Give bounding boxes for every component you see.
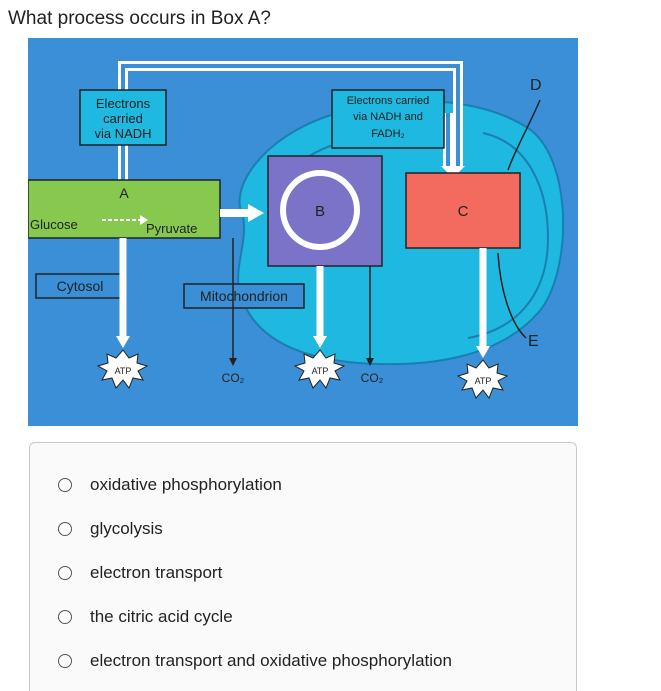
atp-starburst-1 [96,349,149,390]
cytosol-label: Cytosol [57,278,104,294]
label-d: D [530,77,542,94]
option-label: electron transport and oxidative phospho… [90,651,452,670]
pyruvate-label: Pyruvate [146,221,197,236]
atp-starburst-3 [456,359,509,400]
option-citric-acid-cycle[interactable]: the citric acid cycle [58,607,233,627]
label-e: E [528,333,539,350]
radio-button[interactable] [58,478,72,492]
diagram-svg: Electrons carried via NADH Electrons car… [28,38,578,426]
radio-button[interactable] [58,566,72,580]
electrons-nadh-fadh-line3: FADH₂ [371,128,405,140]
mitochondrion-box [183,283,305,309]
box-b-label: B [315,203,325,220]
electrons-nadh-line1: Electrons [96,96,151,111]
option-label: the citric acid cycle [90,607,233,626]
atp-starburst-2 [293,349,346,390]
mitochondrion-label: Mitochondrion [200,288,288,304]
pipe-arrowhead-1 [441,166,465,178]
option-label: glycolysis [90,519,163,538]
question-text: What process occurs in Box A? [8,8,271,29]
co2-label-2: CO₂ [361,371,384,385]
radio-button[interactable] [58,610,72,624]
option-glycolysis[interactable]: glycolysis [58,519,163,539]
cellular-respiration-diagram: Electrons carried via NADH Electrons car… [28,38,578,426]
electrons-nadh-box [79,89,167,146]
radio-button[interactable] [58,654,72,668]
option-label: electron transport [90,563,223,582]
electrons-nadh-line3: via NADH [94,126,151,141]
electrons-nadh-fadh-line2: via NADH and [353,111,423,123]
box-a [28,179,221,239]
cytosol-box [35,273,125,299]
arrow-d [507,99,541,171]
electrons-nadh-fadh-line1: Electrons carried [347,95,430,107]
electrons-nadh-line2: carried [103,111,143,126]
radio-button[interactable] [58,522,72,536]
option-oxidative-phosphorylation[interactable]: oxidative phosphorylation [58,475,282,495]
atp-label-2: ATP [312,366,329,376]
arrow-e [497,252,527,339]
option-electron-transport[interactable]: electron transport [58,563,222,583]
atp-label-3: ATP [475,376,492,386]
answer-options-card: oxidative phosphorylation glycolysis ele… [29,442,577,691]
option-label: oxidative phosphorylation [90,475,282,494]
box-c-label: C [458,203,469,220]
box-c [405,172,521,249]
glucose-label: Glucose [30,217,78,232]
co2-label-1: CO₂ [222,371,245,385]
option-electron-transport-and-oxidative-phosphorylation[interactable]: electron transport and oxidative phospho… [58,651,452,671]
box-a-label: A [119,185,129,201]
atp-label-1: ATP [115,366,132,376]
citric-cycle-ring [280,170,360,250]
electrons-nadh-fadh-box [331,89,445,149]
